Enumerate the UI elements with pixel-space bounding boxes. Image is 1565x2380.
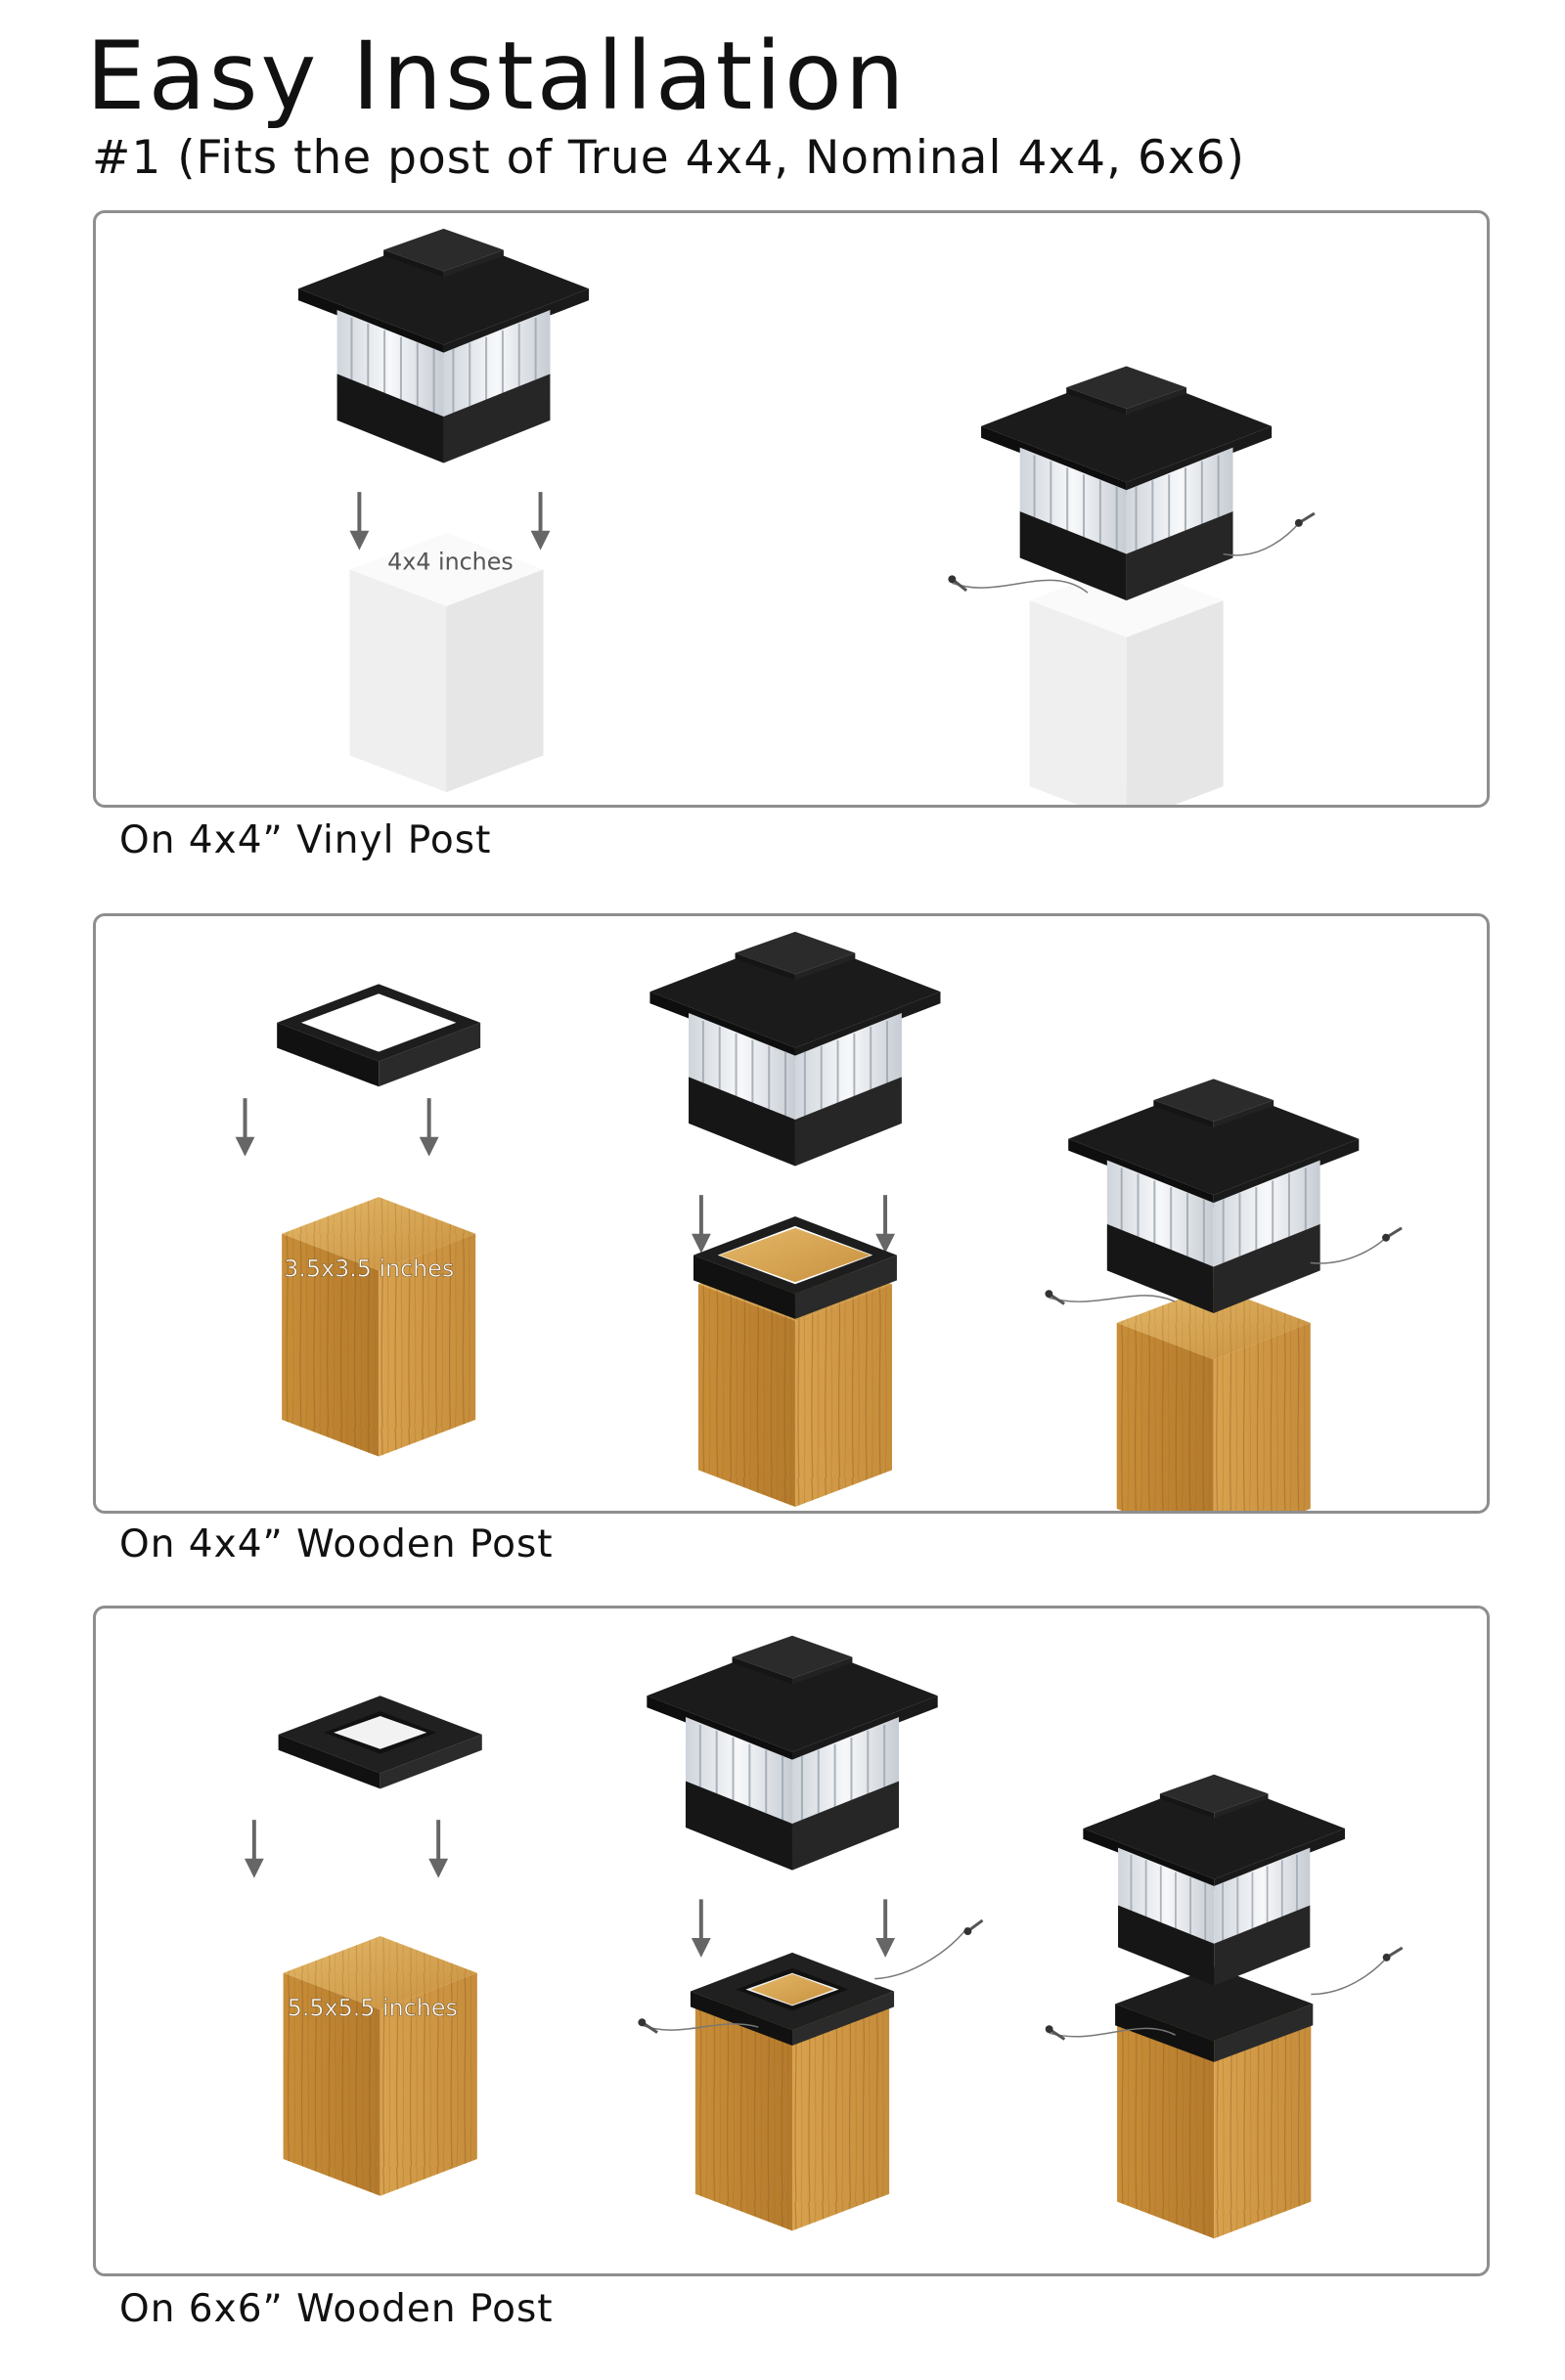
arrow-down-icon bbox=[690, 1193, 713, 1256]
arrow-down-icon bbox=[417, 1096, 441, 1159]
solar-lamp-icon bbox=[648, 930, 942, 1168]
screw-icon bbox=[1378, 1220, 1404, 1247]
solar-lamp-icon bbox=[980, 365, 1274, 602]
wooden-6x6-illustration: 5.5x5.5 inches bbox=[242, 1634, 1405, 2239]
screw-icon bbox=[961, 1913, 985, 1940]
arrow-down-icon bbox=[873, 1193, 897, 1256]
solar-lamp-icon bbox=[1082, 1773, 1346, 1987]
screw-icon bbox=[945, 572, 971, 593]
wooden-post-icon bbox=[283, 1936, 477, 2196]
screw-icon bbox=[635, 2015, 662, 2035]
arrow-down-icon bbox=[528, 490, 553, 552]
solar-lamp-icon bbox=[1067, 1078, 1361, 1314]
wooden-6x6-panel: 5.5x5.5 inches bbox=[93, 1606, 1490, 2276]
adapter-plate-icon bbox=[278, 1696, 482, 1789]
solar-lamp-icon bbox=[646, 1634, 939, 1872]
vinyl-post-caption: On 4x4” Vinyl Post bbox=[119, 818, 492, 862]
page-title: Easy Installation bbox=[86, 22, 908, 131]
arrow-down-icon bbox=[873, 1897, 898, 1960]
wooden-post-icon bbox=[282, 1197, 476, 1457]
wooden-4x4-caption: On 4x4” Wooden Post bbox=[119, 1522, 554, 1566]
wooden-4x4-panel: 3.5x3.5 inches bbox=[93, 913, 1490, 1514]
page-subtitle: #1 (Fits the post of True 4x4, Nominal 4… bbox=[92, 131, 1245, 185]
wooden-post-icon bbox=[1116, 1286, 1311, 1511]
wooden-6x6-caption: On 6x6” Wooden Post bbox=[119, 2287, 554, 2331]
adapter-ring-icon bbox=[277, 984, 481, 1087]
dimension-label: 4x4 inches bbox=[387, 548, 514, 575]
arrow-down-icon bbox=[233, 1096, 257, 1159]
arrow-down-icon bbox=[426, 1818, 451, 1880]
solar-lamp-icon bbox=[297, 227, 591, 464]
arrow-down-icon bbox=[242, 1818, 266, 1880]
vinyl-post-panel: 4x4 inches bbox=[93, 210, 1490, 808]
screw-icon bbox=[1042, 1287, 1069, 1306]
arrow-down-icon bbox=[347, 490, 372, 552]
vinyl-post-illustration: 4x4 inches bbox=[297, 227, 1317, 805]
arrow-down-icon bbox=[689, 1897, 713, 1960]
screw-icon bbox=[1042, 2022, 1069, 2042]
dimension-label: 3.5x3.5 inches bbox=[284, 1255, 454, 1282]
dimension-label: 5.5x5.5 inches bbox=[288, 1994, 458, 2021]
wooden-4x4-illustration: 3.5x3.5 inches bbox=[233, 930, 1404, 1511]
